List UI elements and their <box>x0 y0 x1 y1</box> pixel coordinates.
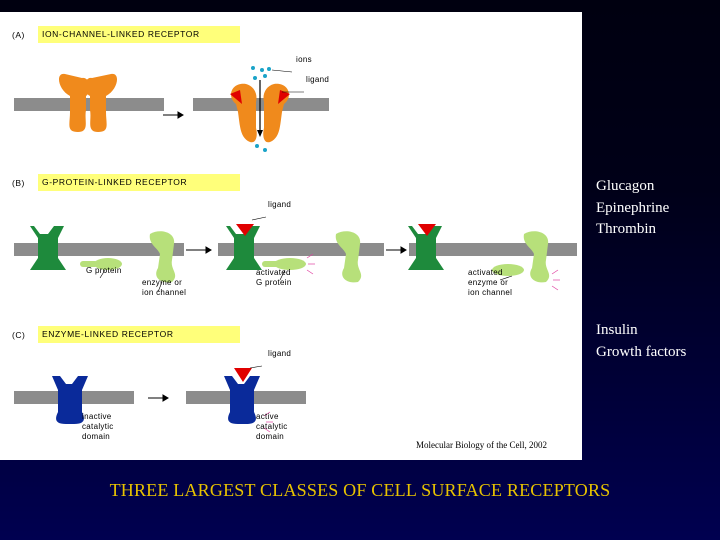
example-item: Growth factors <box>596 343 687 360</box>
arrow-b1 <box>186 246 212 254</box>
ligand-b2 <box>418 224 436 236</box>
membrane-a-right <box>193 98 329 111</box>
leader-lines-c <box>249 365 263 369</box>
activation-glow-2 <box>551 269 560 291</box>
ligand-a <box>230 90 290 104</box>
ion-channel-closed <box>58 73 118 132</box>
receptor-figure: (A) ION-CHANNEL-LINKED RECEPTOR ions lig… <box>0 12 582 460</box>
example-item: Glucagon <box>596 178 655 194</box>
arrow-a <box>163 111 184 119</box>
panel-b-letter: (B) <box>12 178 25 188</box>
enzyme-examples: Insulin Growth factors <box>596 320 686 363</box>
example-item: Insulin <box>596 322 638 338</box>
enzyme-receptor-2 <box>224 376 260 424</box>
g-protein-3 <box>492 264 524 276</box>
panel-a-letter: (A) <box>12 30 25 40</box>
slide-caption: THREE LARGEST CLASSES OF CELL SURFACE RE… <box>0 480 720 501</box>
source-credit: Molecular Biology of the Cell, 2002 <box>416 440 547 450</box>
panel-c-letter: (C) <box>12 330 26 340</box>
enzyme-3 <box>523 231 550 283</box>
ion-arrow-head <box>257 130 263 137</box>
receptor-diagram-svg <box>14 66 577 433</box>
g-receptor-3 <box>408 226 444 270</box>
enzyme-2 <box>335 231 362 283</box>
panel-b-title: G-PROTEIN-LINKED RECEPTOR <box>38 174 240 191</box>
caption-text: THREE LARGEST CLASSES OF CELL SURFACE RE… <box>109 480 611 500</box>
label-active-domain: active catalytic domain <box>256 412 288 441</box>
example-item: Epinephrine <box>596 199 670 216</box>
g-protein-2 <box>262 258 306 270</box>
ions-a <box>251 66 271 152</box>
label-ligand-b: ligand <box>268 200 292 209</box>
ligand-b1 <box>236 224 254 236</box>
g-receptor-1 <box>30 226 66 270</box>
ligand-c <box>234 368 252 382</box>
arrow-b2 <box>386 246 407 254</box>
enzyme-1 <box>149 231 176 283</box>
arrow-c <box>148 394 169 402</box>
g-protein-1 <box>80 258 122 270</box>
label-ions: ions <box>296 55 312 64</box>
label-ligand-a: ligand <box>306 75 330 84</box>
enzyme-receptor-1 <box>52 376 88 424</box>
label-inactive-domain: inactive catalytic domain <box>82 412 114 441</box>
membrane-a-left <box>14 98 164 111</box>
label-activated-g-protein: activated G protein <box>256 268 292 287</box>
panel-c-title: ENZYME-LINKED RECEPTOR <box>38 326 240 343</box>
label-activated-enzyme: activated enzyme or ion channel <box>468 268 513 297</box>
label-g-protein: G protein <box>86 266 122 275</box>
activation-glow-3 <box>263 411 273 433</box>
panel-a-title: ION-CHANNEL-LINKED RECEPTOR <box>38 26 240 43</box>
label-ligand-c: ligand <box>268 349 292 358</box>
example-item: Thrombin <box>596 221 656 237</box>
label-enzyme-or-ion-channel: enzyme or ion channel <box>142 278 187 297</box>
activation-glow-1 <box>306 253 315 275</box>
g-protein-examples: Glucagon Epinephrine Thrombin <box>596 176 669 241</box>
g-receptor-2 <box>226 226 262 270</box>
leader-lines-a <box>271 69 304 93</box>
leader-lines-b <box>99 216 513 293</box>
